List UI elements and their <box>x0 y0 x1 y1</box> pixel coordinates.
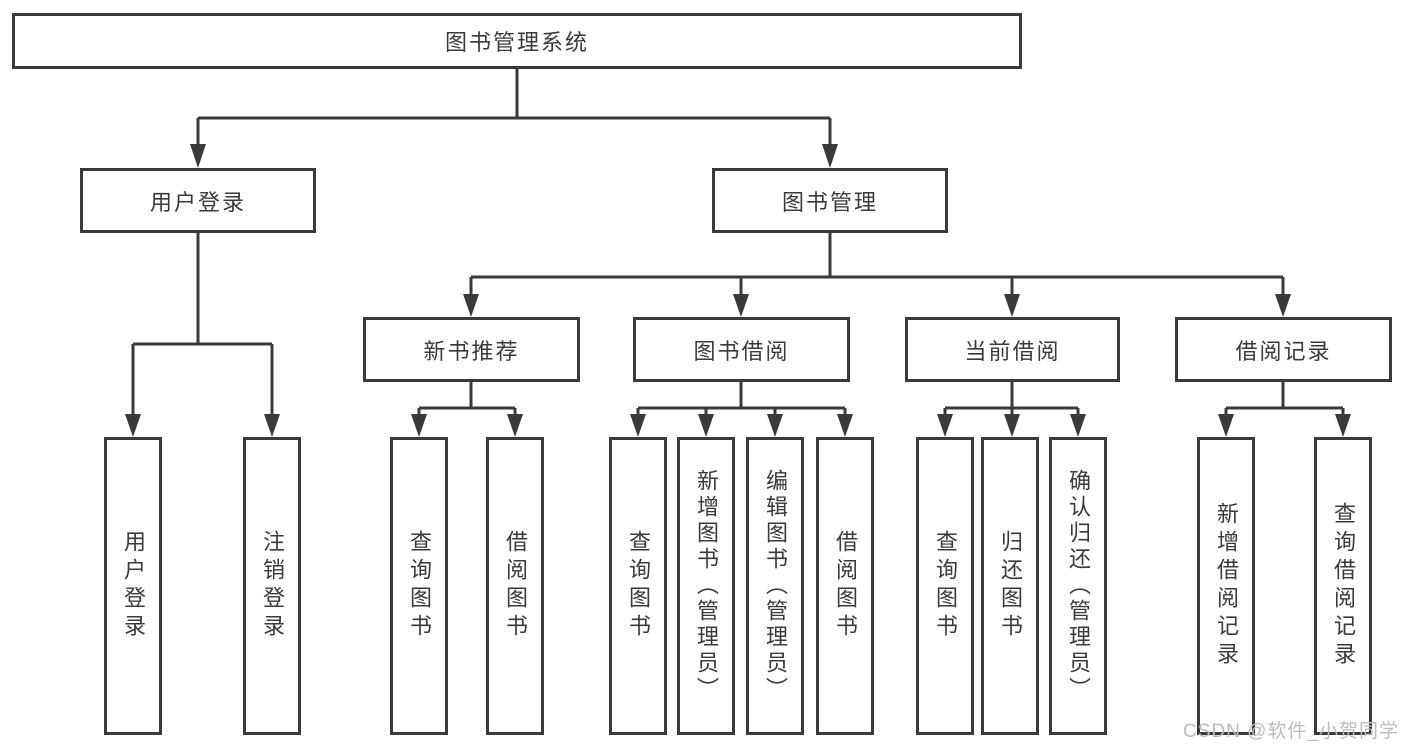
leaf-recommend-borrow-books: 借阅图书 <box>486 437 544 735</box>
leaf-current-confirm-return-admin: 确认归还（管理员） <box>1049 437 1107 735</box>
leaf-borrowing-add-books-admin: 新增图书（管理员） <box>677 437 735 735</box>
leaf-borrowing-edit-books-admin: 编辑图书（管理员） <box>746 437 804 735</box>
leaf-current-query-books: 查询图书 <box>916 437 974 735</box>
leaf-recommend-query-books: 查询图书 <box>390 437 448 735</box>
leaf-records-query-borrow-record: 查询借阅记录 <box>1314 437 1372 735</box>
leaf-borrowing-borrow-books: 借阅图书 <box>816 437 874 735</box>
arrowheads <box>125 144 1351 437</box>
leaf-borrowing-query-books: 查询图书 <box>609 437 667 735</box>
node-book-borrowing: 图书借阅 <box>633 317 850 382</box>
leaf-records-add-borrow-record: 新增借阅记录 <box>1197 437 1255 735</box>
node-current-borrowing: 当前借阅 <box>905 317 1120 382</box>
node-book-management: 图书管理 <box>712 168 948 233</box>
leaf-user-login: 用户登录 <box>104 437 162 735</box>
node-user-login: 用户登录 <box>80 168 316 233</box>
node-library-system: 图书管理系统 <box>12 13 1022 69</box>
connector-path <box>131 69 1345 416</box>
csdn-watermark: CSDN @软件_小贺同学 <box>1183 721 1399 742</box>
node-new-book-recommend: 新书推荐 <box>363 317 580 382</box>
leaf-logout: 注销登录 <box>243 437 301 735</box>
leaf-current-return-books: 归还图书 <box>981 437 1039 735</box>
node-borrowing-records: 借阅记录 <box>1175 317 1392 382</box>
